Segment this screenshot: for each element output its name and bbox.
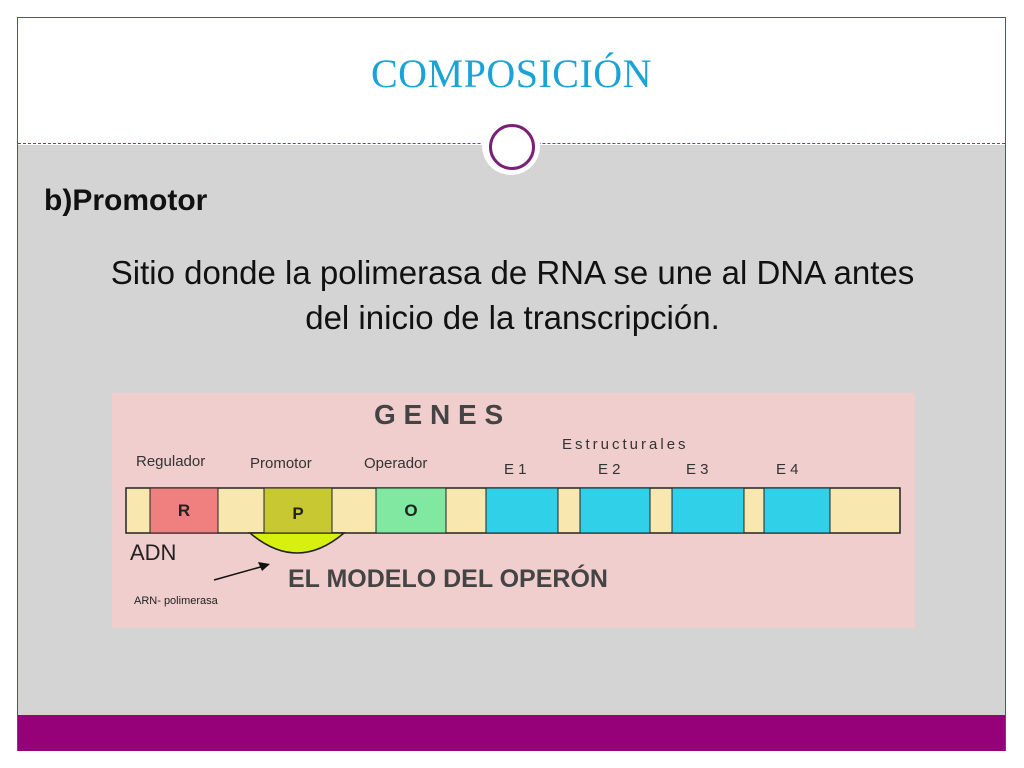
box-letter-r: R [178,501,190,520]
gene-box-e1 [485,487,559,534]
subheading: b)Promotor [44,184,208,217]
dna-label: ADN [130,540,176,565]
operator-box [375,487,447,534]
region-label-e4: E 4 [776,461,799,478]
rna-polymerase-shape [247,532,347,554]
promoter-box [263,487,333,534]
region-label-e2: E 2 [598,461,621,478]
region-label-e1: E 1 [504,461,527,478]
operon-diagram-svg: R P O G E N E S Estructurales Regulador … [125,399,901,607]
gene-box-e3 [671,487,745,534]
polymerase-arrow [213,565,265,581]
operon-diagram: R P O G E N E S Estructurales Regulador … [112,393,915,628]
structural-label: Estructurales [562,436,689,453]
region-label-promotor: Promotor [250,455,312,472]
genes-title: G E N E S [374,399,503,430]
box-letter-p: P [292,504,303,523]
body-text: Sitio donde la polimerasa de RNA se une … [40,250,985,340]
model-caption: EL MODELO DEL OPERÓN [288,563,608,593]
regulator-box [149,487,219,534]
body-line-2: del inicio de la transcripción. [305,299,720,336]
region-label-regulador: Regulador [136,453,205,470]
region-label-e3: E 3 [686,461,709,478]
region-label-operador: Operador [364,455,427,472]
slide-title: COMPOSICIÓN [370,51,653,96]
footer-bar [18,715,1005,751]
gene-box-e2 [579,487,651,534]
arrow-head-icon [258,562,270,571]
gene-box-e4 [763,487,831,534]
polymerase-label: ARN- polimerasa [134,595,219,607]
divider-ring-icon [489,124,535,170]
box-letter-o: O [404,501,417,520]
body-line-1: Sitio donde la polimerasa de RNA se une … [110,254,915,291]
